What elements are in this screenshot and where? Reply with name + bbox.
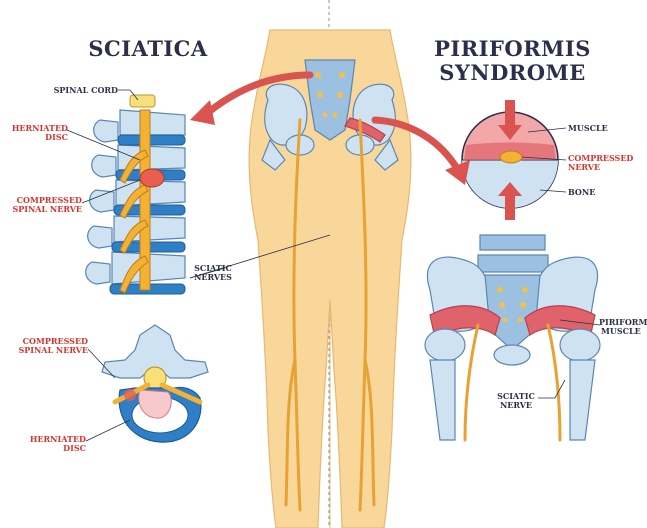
label-compressed-spinal-nerve-bottom-line2: SPINAL NERVE [10,346,88,355]
herniated-disc-bulge [140,169,164,187]
label-compressed-spinal-nerve-top-line2: SPINAL NERVE [10,205,82,214]
label-spinal-cord: SPINAL CORD [40,86,118,95]
label-muscle: MUSCLE [568,124,608,133]
label-herniated-disc-bottom-line2: DISC [20,444,86,453]
vertebra-top-view [102,325,208,442]
label-bone: BONE [568,188,595,197]
arrowhead-left [190,100,215,125]
title-piriformis-line1: PIRIFORMIS [430,38,595,60]
label-compressed-nerve-line2: NERVE [568,163,600,172]
label-sciatic-nerve-line2: NERVE [494,401,538,410]
label-sciatic-nerves-line2: NERVES [188,273,238,282]
title-piriformis-line2: SYNDROME [430,62,595,84]
title-sciatica: SCIATICA [88,38,208,60]
piriformis-cross-section [462,100,558,220]
spine-side-view [86,95,185,294]
label-piriformis-muscle-line2: MUSCLE [601,327,641,336]
label-herniated-disc-top-line2: DISC [10,133,68,142]
